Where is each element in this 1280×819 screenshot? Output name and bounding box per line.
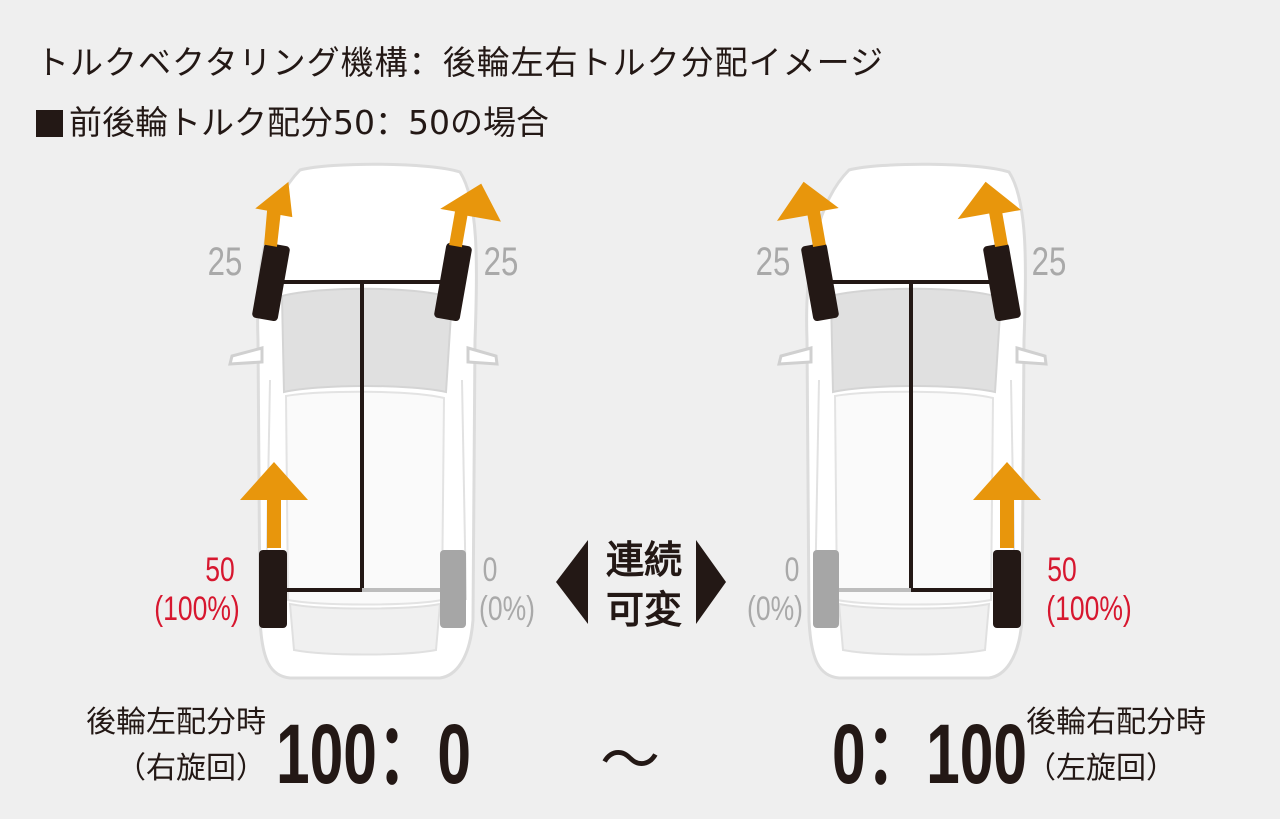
right-car — [777, 162, 1048, 680]
right-caption: 後輪右配分時 （左旋回） — [1026, 700, 1256, 792]
continuous-label-line1: 連続 — [605, 538, 682, 582]
diagram-subtitle: 前後輪トルク配分50：50の場合 — [36, 96, 549, 144]
left-car — [228, 162, 501, 680]
right-car-front-right-arrow-icon — [957, 181, 1022, 248]
right-car-rear-right-pct: (100%) — [1046, 590, 1132, 628]
left-car-front-right-value: 25 — [483, 240, 519, 284]
left-car-rear-right-tire — [440, 550, 466, 628]
continuous-label-line2: 可変 — [605, 588, 682, 632]
left-car-front-left-arrow-icon — [255, 181, 293, 247]
right-ratio: 0：100 — [832, 707, 1028, 801]
continuous-left-arrow-icon — [556, 540, 588, 624]
left-caption-line1: 後輪左配分時 — [86, 705, 266, 740]
left-car-rear-left-value: 50 — [205, 551, 235, 589]
right-car-rear-right-tire — [993, 550, 1021, 628]
left-car-front-left-tire — [252, 242, 290, 322]
left-car-rear-left-arrow-icon — [240, 462, 308, 548]
left-car-front-right-arrow-icon — [440, 183, 501, 248]
left-car-rear-right-value: 0 — [482, 551, 498, 589]
right-car-front-right-value: 25 — [1031, 240, 1067, 284]
continuous-variable-label: 連続 可変 — [598, 535, 690, 635]
left-caption-line2: （右旋回） — [116, 751, 266, 786]
right-car-rear-left-value: 0 — [784, 551, 800, 589]
left-car-front-right-tire — [434, 242, 472, 322]
subtitle-text: 前後輪トルク配分50：50の場合 — [69, 103, 549, 142]
right-car-rear-left-pct: (0%) — [746, 590, 803, 628]
right-caption-line2: （左旋回） — [1026, 751, 1176, 786]
right-car-front-left-tire — [801, 242, 839, 322]
right-car-front-right-tire — [983, 242, 1021, 322]
left-ratio: 100：0 — [276, 707, 472, 801]
right-car-rear-left-tire — [813, 550, 839, 628]
left-car-rear-left-pct: (100%) — [154, 590, 240, 628]
left-car-rear-right-pct: (0%) — [478, 590, 535, 628]
right-car-rear-right-value: 50 — [1047, 551, 1077, 589]
right-car-front-left-value: 25 — [755, 240, 791, 284]
left-car-front-left-value: 25 — [207, 240, 243, 284]
right-car-front-left-arrow-icon — [777, 181, 839, 248]
range-tilde: 〜 — [600, 726, 660, 796]
continuous-right-arrow-icon — [696, 540, 726, 624]
left-car-rear-left-tire — [259, 550, 287, 628]
square-bullet-icon — [36, 110, 63, 137]
diagram-title: トルクベクタリング機構：後輪左右トルク分配イメージ — [36, 43, 885, 82]
right-car-rear-right-arrow-icon — [973, 462, 1041, 548]
left-caption: 後輪左配分時 （右旋回） — [48, 700, 266, 792]
right-caption-line1: 後輪右配分時 — [1026, 705, 1206, 740]
